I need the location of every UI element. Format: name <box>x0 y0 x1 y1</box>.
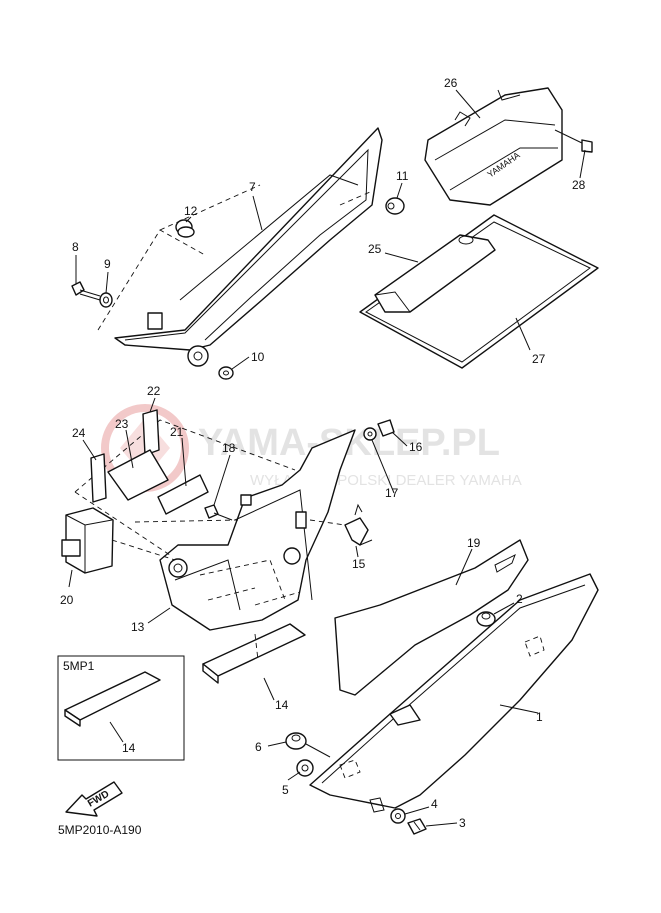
grommet-part-2 <box>476 611 496 627</box>
callout-28: 28 <box>572 178 586 192</box>
callout-10: 10 <box>251 350 265 364</box>
side-cover-part-1 <box>309 573 599 813</box>
variant-box-label: 5MP1 <box>63 659 95 673</box>
pad-part-22 <box>142 409 160 456</box>
washer-part-4 <box>390 808 406 824</box>
callout-27: 27 <box>532 352 546 366</box>
battery-box-part-13 <box>159 429 356 631</box>
callout-19: 19 <box>467 536 481 550</box>
callout-12: 12 <box>184 204 198 218</box>
collar-part-5 <box>296 759 314 777</box>
grommet-part-9 <box>99 292 113 308</box>
pad-part-24 <box>90 453 107 503</box>
clip-part-15 <box>309 503 373 546</box>
callout-21: 21 <box>170 425 184 439</box>
callout-20: 20 <box>60 593 74 607</box>
callout-22: 22 <box>147 384 161 398</box>
fwd-arrow: FWD <box>65 781 123 817</box>
variant-box: 5MP1 <box>57 655 185 761</box>
collar-part-17 <box>363 427 377 441</box>
callout-7: 7 <box>249 180 256 194</box>
callout-14-main: 14 <box>275 698 289 712</box>
callout-8: 8 <box>72 240 79 254</box>
callout-2: 2 <box>516 592 523 606</box>
tool-bag-part-26: YAMAHA <box>424 87 563 206</box>
battery-cover-part-14 <box>202 623 306 684</box>
callout-11: 11 <box>396 169 409 183</box>
callout-9: 9 <box>104 257 111 271</box>
bolt-part-3 <box>407 818 427 835</box>
callout-13: 13 <box>131 620 145 634</box>
washer-part-10 <box>218 366 234 380</box>
callout-labels: 1 2 3 4 5 6 7 8 9 10 11 12 13 14 14 15 1… <box>60 76 586 830</box>
diagram-code: 5MP2010-A190 <box>58 823 142 837</box>
side-rail-part-7 <box>97 127 383 367</box>
leader-lines <box>68 89 586 827</box>
callout-18: 18 <box>222 441 236 455</box>
grommet-part-6 <box>285 732 331 758</box>
callout-6: 6 <box>255 740 262 754</box>
bolt-part-18 <box>204 504 233 521</box>
pad-part-23 <box>107 449 169 501</box>
callout-1: 1 <box>536 710 543 724</box>
screw-part-28 <box>554 129 593 153</box>
callout-24: 24 <box>72 426 86 440</box>
callout-17: 17 <box>385 486 399 500</box>
relay-part-20 <box>61 507 176 574</box>
side-cover-part-19 <box>334 539 529 696</box>
callout-14-variant: 14 <box>122 741 136 755</box>
manual-pouch-part-25 <box>374 234 496 313</box>
callout-25: 25 <box>368 242 382 256</box>
callout-16: 16 <box>409 440 423 454</box>
bolt-part-16 <box>377 419 395 437</box>
callout-3: 3 <box>459 816 466 830</box>
grommet-part-12 <box>175 219 195 238</box>
callout-15: 15 <box>352 557 366 571</box>
callout-26: 26 <box>444 76 458 90</box>
callout-23: 23 <box>115 417 129 431</box>
callout-5: 5 <box>282 783 289 797</box>
callout-4: 4 <box>431 797 438 811</box>
screw-part-8 <box>71 281 101 301</box>
grommet-part-11 <box>385 197 405 215</box>
